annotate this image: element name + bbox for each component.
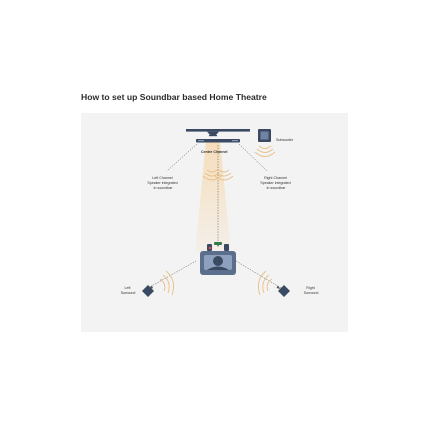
listener-sofa-icon (200, 242, 236, 275)
diagram-canvas: Subwoofer Centre Channel Left Channel Sp… (121, 129, 319, 297)
front-wave-right-icon (214, 169, 234, 181)
subwoofer-label: Subwoofer (276, 138, 294, 142)
centre-channel-label: Centre Channel (201, 150, 228, 154)
left-surround-speaker-icon (142, 285, 154, 297)
left-surround-label: Left Surround (121, 286, 136, 295)
left-channel-label: Left Channel Speaker integrated in sound… (147, 176, 178, 190)
right-surround-label: Right Surround (304, 286, 319, 295)
right-channel-label: Right Channel Speaker integrated in soun… (260, 176, 291, 190)
tv-icon (186, 129, 250, 137)
dashed-channel-lines (147, 143, 282, 289)
right-surround-speaker-icon (278, 285, 290, 297)
subwoofer-icon (258, 129, 271, 142)
subwoofer-wave-icon (254, 145, 276, 157)
page-title: How to set up Soundbar based Home Theatr… (81, 92, 267, 102)
centre-sound-beam (195, 141, 231, 253)
left-surround-wave-icon (159, 270, 174, 296)
home-theatre-diagram: Subwoofer Centre Channel Left Channel Sp… (81, 113, 348, 332)
right-surround-wave-icon (258, 270, 273, 296)
soundbar-icon (196, 139, 240, 143)
